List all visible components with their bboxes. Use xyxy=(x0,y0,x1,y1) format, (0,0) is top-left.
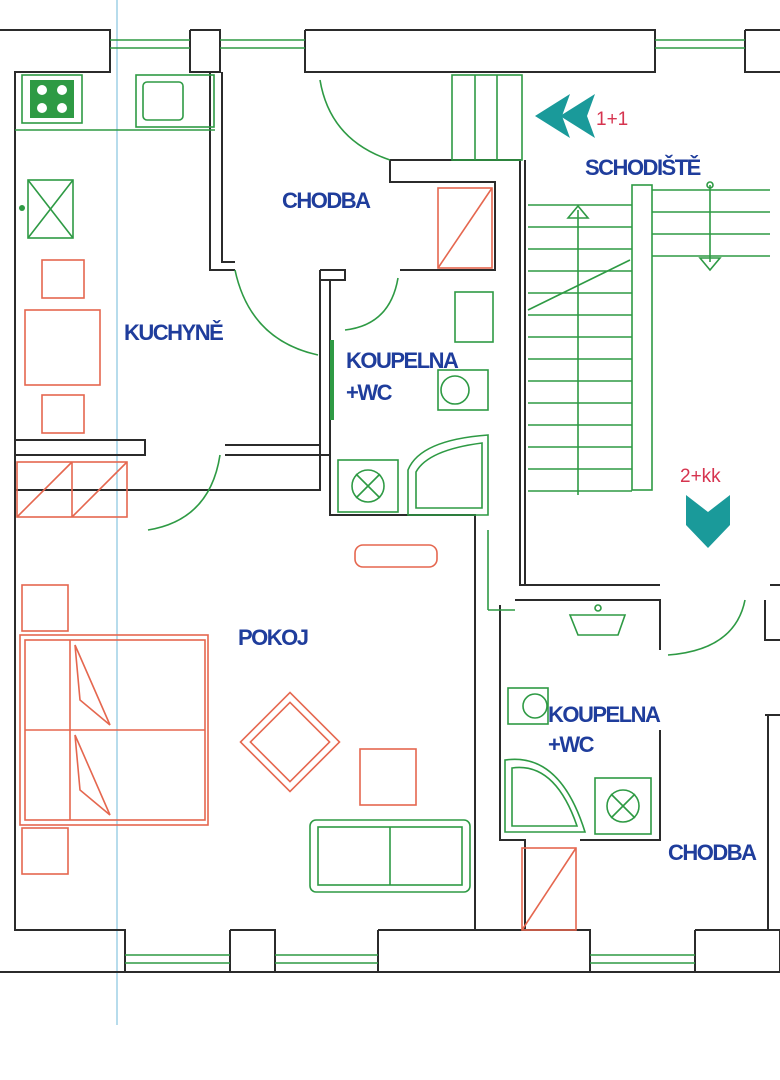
kitchen-fixtures xyxy=(15,74,215,434)
room-label-wc-2: +WC xyxy=(548,732,595,757)
unit-label-2pluskk: 2+kk xyxy=(680,466,721,487)
room-label-pokoj: POKOJ xyxy=(238,625,308,650)
staircase xyxy=(451,74,770,495)
arrow-down-icon xyxy=(686,495,730,548)
room-label-schodiste: SCHODIŠTĚ xyxy=(585,155,701,180)
bathroom-2-fixtures xyxy=(487,530,652,835)
room-label-wc: +WC xyxy=(346,380,393,405)
room-label-kuchyne: KUCHYNĚ xyxy=(124,320,223,345)
bathroom-1-fixtures xyxy=(330,291,494,516)
walls xyxy=(0,29,780,973)
room-label-chodba-2: CHODBA xyxy=(668,840,757,865)
room-label-koupelna-2: KOUPELNA xyxy=(548,702,661,727)
unit-label-1plus1: 1+1 xyxy=(596,109,628,130)
sofa xyxy=(309,819,471,893)
wardrobe xyxy=(437,187,493,269)
wardrobe-2 xyxy=(521,847,577,931)
room-label-chodba: CHODBA xyxy=(282,188,371,213)
arrow-left-icon xyxy=(535,94,570,138)
doors xyxy=(147,79,746,656)
arrow-left-icon xyxy=(560,94,595,138)
bedroom-furniture xyxy=(16,461,438,875)
room-label-koupelna: KOUPELNA xyxy=(346,348,459,373)
